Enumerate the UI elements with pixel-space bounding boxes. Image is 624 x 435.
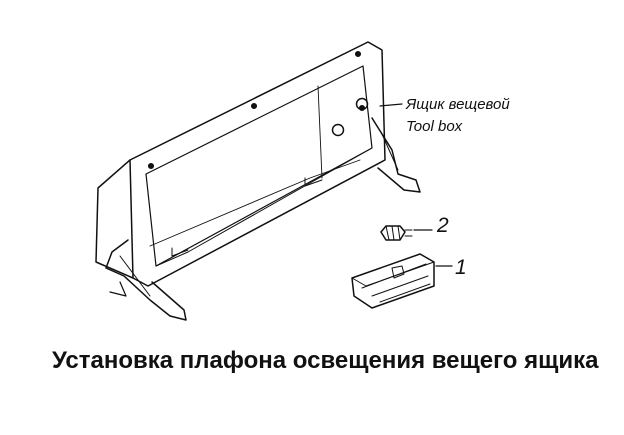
mount-hole xyxy=(147,162,155,170)
floor-slot xyxy=(171,247,189,257)
right-bracket xyxy=(371,117,421,193)
box-inner-floor xyxy=(149,159,361,247)
mount-hole xyxy=(250,102,258,110)
left-bracket xyxy=(105,239,187,321)
part-number-1: 1 xyxy=(455,256,467,279)
toolbox-lamp-diagram xyxy=(95,41,453,321)
box-bottom-edge xyxy=(155,147,373,267)
leader-toolbox xyxy=(379,103,403,107)
lamp-bulb xyxy=(380,225,413,241)
tool-box-label-en: Tool box xyxy=(406,118,463,135)
ceiling-lamp xyxy=(351,253,435,309)
box-side-wall xyxy=(95,159,134,279)
part-number-2: 2 xyxy=(437,214,449,237)
figure-caption: Установка плафона освещения вещего ящика xyxy=(52,347,599,374)
floor-slot xyxy=(304,177,323,187)
nut xyxy=(331,123,345,137)
mount-hole xyxy=(354,50,362,58)
tool-box-label-ru: Ящик вещевой xyxy=(406,96,510,113)
frame-outer xyxy=(129,41,386,287)
box-back-wall xyxy=(317,85,323,179)
tool-box xyxy=(95,41,421,321)
nut xyxy=(355,97,369,111)
